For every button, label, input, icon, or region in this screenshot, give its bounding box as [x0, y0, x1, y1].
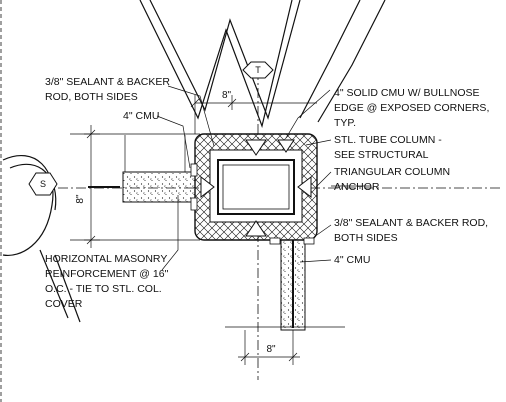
dimension-left: 8" — [75, 194, 86, 204]
svg-text:T: T — [255, 65, 261, 75]
label-cmu-bottom: 4" CMU — [334, 254, 370, 266]
dimension-bottom: 8" — [266, 344, 276, 355]
section-tag-top: T — [242, 61, 274, 79]
label-triangular-anchor: TRIANGULAR COLUMN ANCHOR — [334, 166, 453, 193]
watermark — [2, 0, 386, 323]
svg-text:S: S — [40, 179, 46, 189]
left-cmu-wall — [88, 135, 196, 203]
bottom-cmu-wall — [280, 239, 306, 331]
section-tag-left: S — [28, 172, 58, 196]
label-cmu-top: 4" CMU — [123, 110, 159, 122]
dimension-lines — [84, 95, 317, 365]
sealant-joints — [190, 163, 315, 245]
triangular-anchors — [200, 139, 312, 237]
label-sealant-left: 3/8" SEALANT & BACKER ROD, BOTH SIDES — [45, 76, 173, 103]
dimension-top: 8" — [222, 90, 232, 101]
steel-tube-column — [217, 159, 295, 215]
label-tube-column: STL. TUBE COLUMN - SEE STRUCTURAL — [334, 134, 445, 161]
leader-lines — [156, 85, 371, 271]
label-horizontal-reinforcement: HORIZONTAL MASONRY REINFORCEMENT @ 16" O… — [45, 253, 171, 310]
label-solid-cmu: 4" SOLID CMU W/ BULLNOSE EDGE @ EXPOSED … — [334, 87, 492, 129]
label-sealant-right: 3/8" SEALANT & BACKER ROD, BOTH SIDES — [334, 217, 491, 244]
